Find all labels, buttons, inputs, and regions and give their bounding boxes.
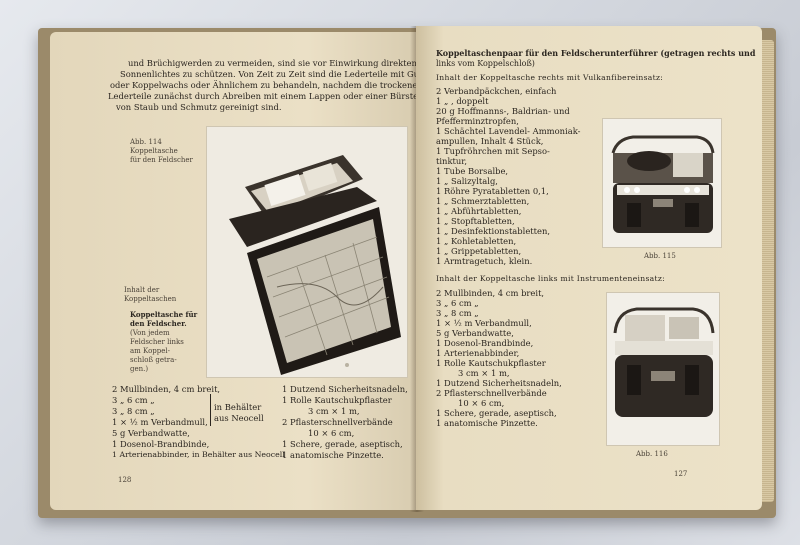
list-item: 1 „ Stopftabletten,: [436, 216, 515, 226]
figure-photo-116: [606, 292, 720, 446]
page-edges: [762, 40, 774, 502]
list-item: 1 Dutzend Sicherheitsnadeln,: [282, 384, 408, 394]
list-item: 1 „ Kohletabletten,: [436, 236, 517, 246]
list-item: 1 Dutzend Sicherheitsnadeln,: [436, 378, 562, 388]
side-note: am Koppel-: [130, 347, 171, 355]
figure-caption: Koppeltasche: [130, 147, 178, 155]
side-note: (Von jedem: [130, 329, 170, 337]
text-line: Sonnenlichtes zu schützen. Von Zeit zu Z…: [120, 69, 418, 79]
list-item: 2 Pflasterschnellverbände: [436, 388, 547, 398]
list-item: 1 „ Grippetabletten,: [436, 246, 522, 256]
list-item: 1 Tupfröhrchen mit Sepso-: [436, 146, 550, 156]
list-item: 2 Verbandpäckchen, einfach: [436, 86, 557, 96]
list-item: 3 „ 8 cm „: [112, 406, 155, 416]
list-item: Pfefferminztropfen,: [436, 116, 519, 126]
list-item: 1 Arterienabbinder,: [436, 348, 520, 358]
list-item: 10 × 6 cm,: [458, 398, 505, 408]
list-item: 1 Röhre Pyratabletten 0,1,: [436, 186, 549, 196]
list-item: 3 cm × 1 m,: [308, 406, 360, 416]
list-item: 2 Mullbinden, 4 cm breit,: [112, 384, 221, 394]
section-heading: Koppeltaschenpaar für den Feldscherunter…: [436, 48, 756, 58]
right-page: Koppeltaschenpaar für den Feldscherunter…: [416, 26, 762, 510]
figure-caption: Abb. 115: [644, 252, 676, 260]
pouch-illustration: [603, 119, 721, 247]
bracket-label: aus Neocell: [214, 413, 264, 423]
side-note: schloß getra-: [130, 356, 177, 364]
list-item: 2 Mullbinden, 4 cm breit,: [436, 288, 545, 298]
list-item: 1 anatomische Pinzette.: [282, 450, 384, 460]
side-note-bold: den Feldscher.: [130, 319, 187, 328]
list-item: 1 Schere, gerade, aseptisch,: [282, 439, 403, 449]
page-number: 128: [118, 476, 132, 484]
list-item: 1 × ½ m Verbandmull,: [112, 417, 208, 427]
list-item: 1 Dosenol-Brandbinde,: [436, 338, 534, 348]
list-item: tinktur,: [436, 156, 468, 166]
side-note-bold: Koppeltasche für: [130, 310, 198, 319]
side-heading: Koppeltaschen: [124, 295, 177, 303]
list-item: 1 „ Desinfektionstabletten,: [436, 226, 551, 236]
open-book: und Brüchigwerden zu vermeiden, sind sie…: [38, 22, 776, 520]
list-item: 1 Schächtel Lavendel- Ammoniak-: [436, 126, 581, 136]
list-item: 1 anatomische Pinzette.: [436, 418, 538, 428]
list-item: 3 „ 6 cm „: [112, 395, 155, 405]
text-line: von Staub und Schmutz gereinigt sind.: [116, 102, 282, 112]
text-line: und Brüchigwerden zu vermeiden, sind sie…: [128, 58, 417, 68]
list-item: 3 cm × 1 m,: [458, 368, 510, 378]
list-item: 1 × ½ m Verbandmull,: [436, 318, 532, 328]
text-line: Lederteile zunächst durch Abreiben mit e…: [108, 91, 418, 101]
figure-caption: für den Feldscher: [130, 156, 193, 164]
list-item: 1 Schere, gerade, aseptisch,: [436, 408, 557, 418]
list-item: 1 „ , doppelt: [436, 96, 489, 106]
figure-photo-114: [206, 126, 408, 378]
side-note: Feldscher links: [130, 338, 184, 346]
figure-caption: Abb. 114: [130, 138, 162, 146]
list-item: 2 Pflasterschnellverbände: [282, 417, 393, 427]
bracket: [204, 394, 211, 426]
list-item: 3 „ 8 cm „: [436, 308, 479, 318]
section-title: Inhalt der Koppeltasche rechts mit Vulka…: [436, 73, 664, 82]
page-number: 127: [674, 470, 688, 478]
list-item: 1 Rolle Kautschukpflaster: [436, 358, 546, 368]
text-line: oder Koppelwachs oder Ähnlichem zu behan…: [110, 80, 418, 90]
list-item: 3 „ 6 cm „: [436, 298, 479, 308]
left-page: und Brüchigwerden zu vermeiden, sind sie…: [50, 32, 418, 510]
list-item: 10 × 6 cm,: [308, 428, 355, 438]
list-item: 1 „ Schmerztabletten,: [436, 196, 530, 206]
list-item: 1 Armtragetuch, klein.: [436, 256, 533, 266]
pouch-illustration: [207, 127, 407, 377]
bracket-label: in Behälter: [214, 402, 262, 412]
list-item: 1 „ Abführtabletten,: [436, 206, 522, 216]
list-item: 1 Tube Borsalbe,: [436, 166, 509, 176]
list-item: 20 g Hoffmanns-, Baldrian- und: [436, 106, 570, 116]
list-item: 1 Rolle Kautschukpflaster: [282, 395, 392, 405]
section-title: Inhalt der Koppeltasche links mit Instru…: [436, 274, 665, 283]
pouch-illustration: [607, 293, 719, 445]
section-heading: links vom Koppelschloß): [436, 59, 535, 68]
list-item: 1 „ Salizyltalg,: [436, 176, 498, 186]
list-item: ampullen, Inhalt 4 Stück,: [436, 136, 544, 146]
figure-photo-115: [602, 118, 722, 248]
list-item: 1 Dosenol-Brandbinde,: [112, 439, 210, 449]
figure-caption: Abb. 116: [636, 450, 668, 458]
side-heading: Inhalt der: [124, 286, 160, 294]
list-item: 5 g Verbandwatte,: [436, 328, 514, 338]
list-item: 5 g Verbandwatte,: [112, 428, 190, 438]
list-item: 1 Arterienabbinder, in Behälter aus Neoc…: [112, 450, 285, 459]
side-note: gen.): [130, 365, 149, 373]
